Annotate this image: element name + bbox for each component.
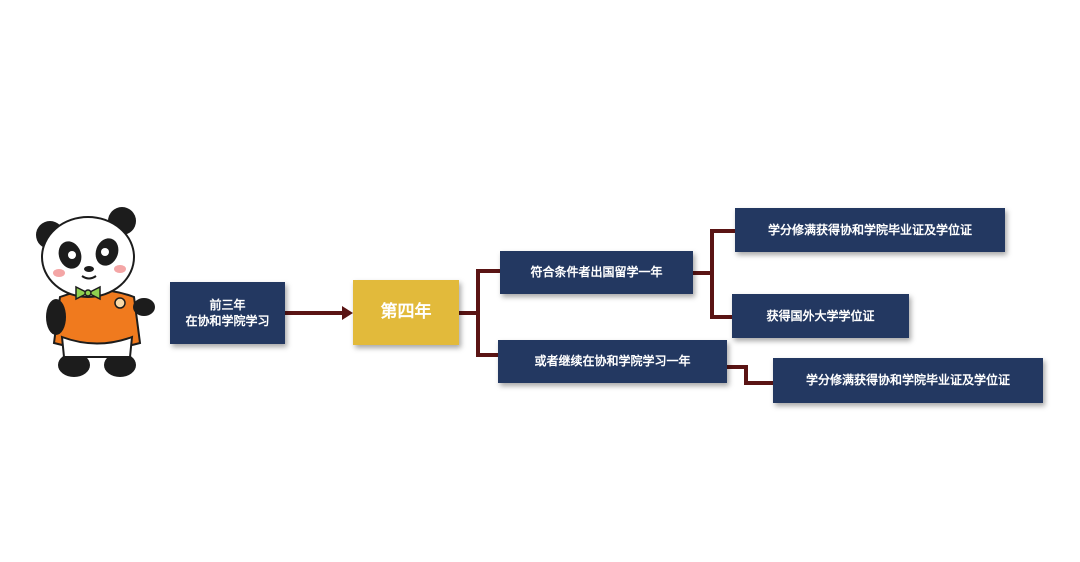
- branch-study-abroad: [693, 229, 735, 275]
- node-outcome-continue: 学分修满获得协和学院毕业证及学位证: [773, 358, 1043, 403]
- branch-fourth-year-lower: [476, 313, 498, 357]
- node-outcome-foreign-degree-label: 获得国外大学学位证: [766, 308, 875, 323]
- node-study-abroad-label: 符合条件者出国留学一年: [530, 265, 663, 280]
- node-first-three-years: 前三年 在协和学院学习: [170, 282, 285, 344]
- panda-mascot: [36, 207, 155, 377]
- branch-continue-study: [727, 365, 773, 385]
- node-continue-study-label: 或者继续在协和学院学习一年: [534, 354, 691, 369]
- node-first-three-years-line1: 前三年: [209, 297, 246, 312]
- branch-study-abroad-lower: [710, 273, 732, 319]
- node-outcome-abroad-dual: 学分修满获得协和学院毕业证及学位证: [735, 208, 1005, 252]
- node-study-abroad: 符合条件者出国留学一年: [500, 251, 693, 294]
- node-first-three-years-line2: 在协和学院学习: [185, 314, 270, 328]
- node-outcome-foreign-degree: 获得国外大学学位证: [732, 294, 909, 338]
- node-continue-study: 或者继续在协和学院学习一年: [498, 340, 727, 383]
- node-outcome-abroad-dual-label: 学分修满获得协和学院毕业证及学位证: [767, 222, 972, 237]
- node-outcome-continue-label: 学分修满获得协和学院毕业证及学位证: [805, 373, 1010, 388]
- node-fourth-year-label: 第四年: [380, 302, 432, 323]
- arrow-head: [342, 306, 353, 320]
- branch-fourth-year: [459, 269, 500, 315]
- node-fourth-year: 第四年: [353, 280, 459, 345]
